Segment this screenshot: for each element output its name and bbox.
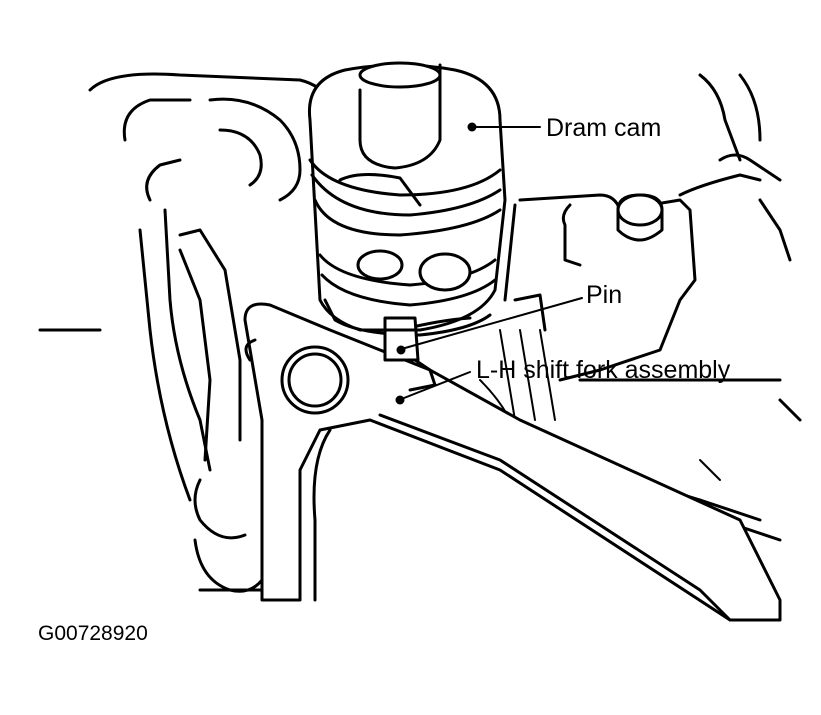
pin-label: Pin: [586, 281, 622, 309]
dram-cam-label: Dram cam: [546, 114, 661, 142]
bolt: [616, 193, 664, 242]
callout-shift-fork: L-H shift fork assembly: [395, 356, 731, 405]
pin-leader-line: [404, 297, 583, 349]
pin-marker: [396, 345, 406, 355]
pin: [378, 316, 437, 392]
shift-fork-leader-line: [403, 371, 471, 399]
dram-cam-marker: [467, 122, 477, 132]
shift-fork-assembly: [243, 302, 782, 622]
transmission-housing: [38, 72, 802, 593]
figure-id: G00728920: [38, 622, 148, 645]
shift-fork-label: L-H shift fork assembly: [476, 356, 731, 384]
shift-fork-marker: [395, 395, 405, 405]
callout-dram-cam: Dram cam: [467, 114, 661, 142]
callout-pin: Pin: [396, 281, 622, 355]
dram-cam: [307, 61, 507, 337]
